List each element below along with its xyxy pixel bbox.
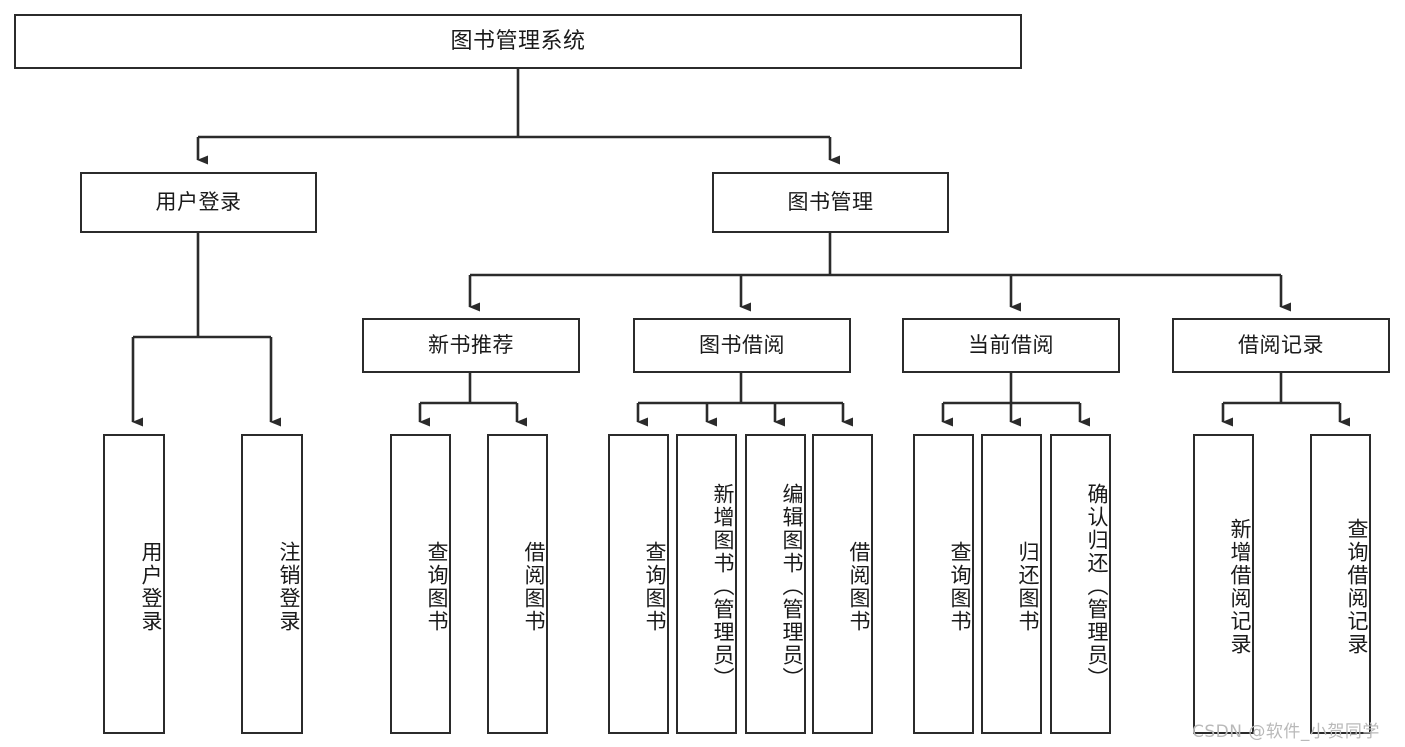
node-label: 新增图书（管理员） <box>711 482 735 690</box>
node-label: 借阅记录 <box>1238 333 1324 358</box>
leaf-current-query-book[interactable]: 查询图书 <box>913 434 974 734</box>
node-book-management[interactable]: 图书管理 <box>712 172 949 233</box>
node-root-system[interactable]: 图书管理系统 <box>14 14 1022 69</box>
node-current-borrow[interactable]: 当前借阅 <box>902 318 1120 373</box>
node-user-login[interactable]: 用户登录 <box>80 172 317 233</box>
leaf-record-query-record[interactable]: 查询借阅记录 <box>1310 434 1371 734</box>
leaf-user-login-logout[interactable]: 注销登录 <box>241 434 303 734</box>
node-label: 查询图书 <box>643 541 667 633</box>
leaf-borrow-add-book-admin[interactable]: 新增图书（管理员） <box>676 434 737 734</box>
node-label: 图书管理 <box>787 190 874 215</box>
node-book-borrow[interactable]: 图书借阅 <box>633 318 851 373</box>
node-label: 注销登录 <box>277 541 301 633</box>
node-label: 查询图书 <box>948 541 972 633</box>
csdn-watermark: CSDN @软件_小贺同学 <box>1192 722 1380 742</box>
node-borrow-record[interactable]: 借阅记录 <box>1172 318 1390 373</box>
node-label: 图书借阅 <box>699 333 785 358</box>
leaf-current-return-book[interactable]: 归还图书 <box>981 434 1042 734</box>
node-label: 确认归还（管理员） <box>1085 482 1109 690</box>
node-label: 查询借阅记录 <box>1345 518 1369 656</box>
node-label: 借阅图书 <box>847 541 871 633</box>
node-label: 归还图书 <box>1016 541 1040 633</box>
node-label: 图书管理系统 <box>450 28 586 54</box>
node-label: 新增借阅记录 <box>1228 518 1252 656</box>
leaf-user-login-login[interactable]: 用户登录 <box>103 434 165 734</box>
node-label: 当前借阅 <box>968 333 1054 358</box>
leaf-current-confirm-return-admin[interactable]: 确认归还（管理员） <box>1050 434 1111 734</box>
leaf-recommend-borrow-book[interactable]: 借阅图书 <box>487 434 548 734</box>
leaf-borrow-query-book[interactable]: 查询图书 <box>608 434 669 734</box>
node-label: 查询图书 <box>425 541 449 633</box>
node-label: 借阅图书 <box>522 541 546 633</box>
node-label: 编辑图书（管理员） <box>780 482 804 690</box>
node-label: 新书推荐 <box>428 333 514 358</box>
node-label: 用户登录 <box>139 541 163 633</box>
leaf-recommend-query-book[interactable]: 查询图书 <box>390 434 451 734</box>
node-new-book-recommend[interactable]: 新书推荐 <box>362 318 580 373</box>
leaf-borrow-borrow-book[interactable]: 借阅图书 <box>812 434 873 734</box>
node-label: 用户登录 <box>155 190 242 215</box>
leaf-record-add-record[interactable]: 新增借阅记录 <box>1193 434 1254 734</box>
leaf-borrow-edit-book-admin[interactable]: 编辑图书（管理员） <box>745 434 806 734</box>
